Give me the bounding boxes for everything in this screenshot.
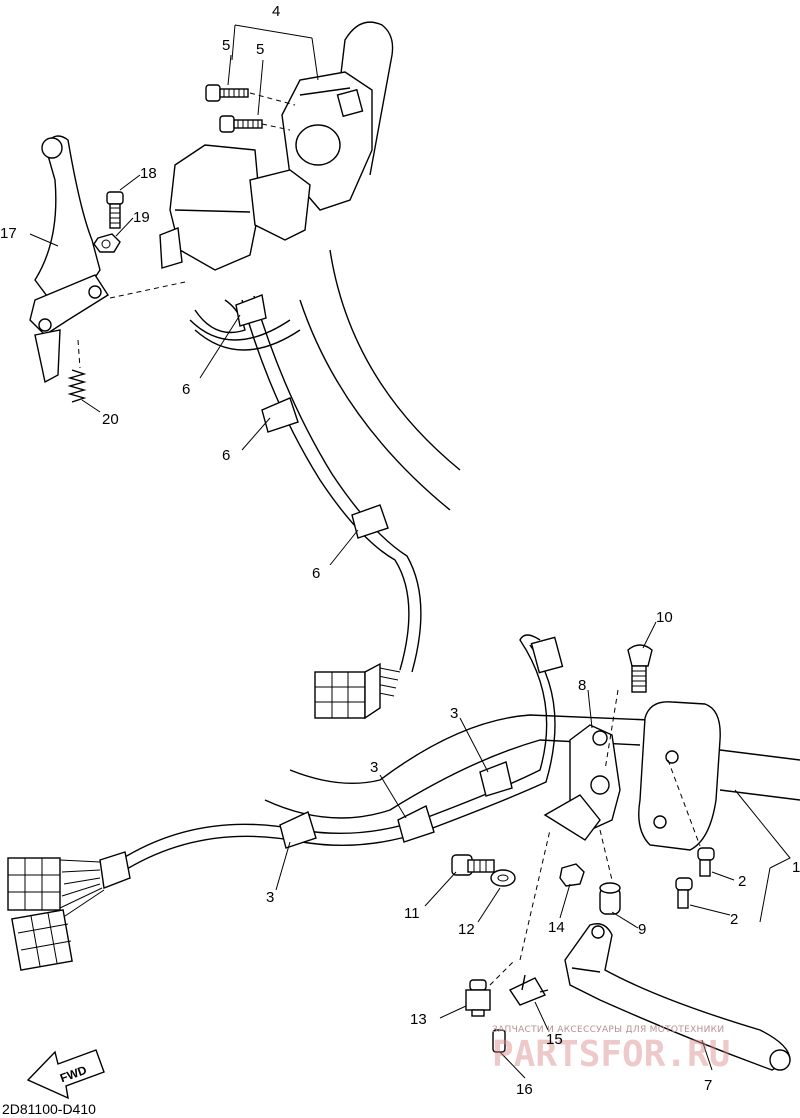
callout-10: 10 [656,609,673,626]
bolt-18 [106,191,124,229]
callout-6: 6 [312,565,320,582]
callout-15: 15 [546,1031,563,1048]
left-wire-harness [235,294,422,697]
collar-9 [599,882,621,915]
left-handlebar [299,21,461,511]
left-switch-housing [281,71,373,211]
watermark: ЗАПЧАСТИ И АКСЕССУАРЫ ДЛЯ МОТОТЕХНИКИ PA… [492,1025,730,1075]
callout-8: 8 [578,677,586,694]
callout-2: 2 [738,873,746,890]
callout-19: 19 [133,209,150,226]
nut-14 [559,863,585,887]
washer-12 [490,869,516,887]
right-switch-housing [638,701,721,851]
callout-20: 20 [102,411,119,428]
bolt-13 [465,979,491,1017]
right-connector-upper [7,857,61,911]
screw-2-lower [675,877,693,909]
callout-labels: 4 5 5 18 19 17 20 6 6 6 10 8 3 3 3 1 2 2… [0,3,800,1098]
callout-3: 3 [370,759,378,776]
right-connector-lower [11,909,73,971]
leader-lines [29,24,791,1079]
watermark-logo: PARTSFOR.RU [492,1034,730,1075]
forward-direction-arrow: FWD [26,1049,105,1100]
drawing-code: 2D81100-D410 [2,1101,96,1117]
callout-6: 6 [222,447,230,464]
clutch-lever-holder [159,144,311,351]
callout-1: 1 [792,859,800,876]
callout-7: 7 [704,1077,712,1094]
right-handlebar [264,714,800,819]
screw-2-upper [697,847,715,877]
brake-switch-15 [508,974,549,1006]
callout-17: 17 [0,225,17,242]
callout-13: 13 [410,1011,427,1028]
callout-2: 2 [730,911,738,928]
callout-9: 9 [638,921,646,938]
callout-3: 3 [266,889,274,906]
brake-lever [564,923,791,1071]
callout-5: 5 [222,37,230,54]
spring-20 [67,369,87,403]
nut-19 [93,233,121,253]
callout-11: 11 [404,905,420,922]
clutch-lever [29,135,109,384]
callout-5: 5 [256,41,264,58]
right-wire-harness [59,634,564,919]
screw-10 [627,644,653,693]
callout-18: 18 [140,165,157,182]
callout-14: 14 [548,919,565,936]
callout-3: 3 [450,705,458,722]
watermark-caption: ЗАПЧАСТИ И АКСЕССУАРЫ ДЛЯ МОТОТЕХНИКИ [492,1025,724,1035]
left-connector [314,662,381,720]
callout-16: 16 [516,1081,533,1098]
screw-16 [492,1029,506,1053]
bolt-11 [451,854,495,876]
screw-5-lower [219,115,263,133]
callout-12: 12 [458,921,475,938]
front-brake-holder [543,724,621,841]
screw-5-upper [205,84,249,102]
callout-6: 6 [182,381,190,398]
callout-4: 4 [272,3,280,20]
